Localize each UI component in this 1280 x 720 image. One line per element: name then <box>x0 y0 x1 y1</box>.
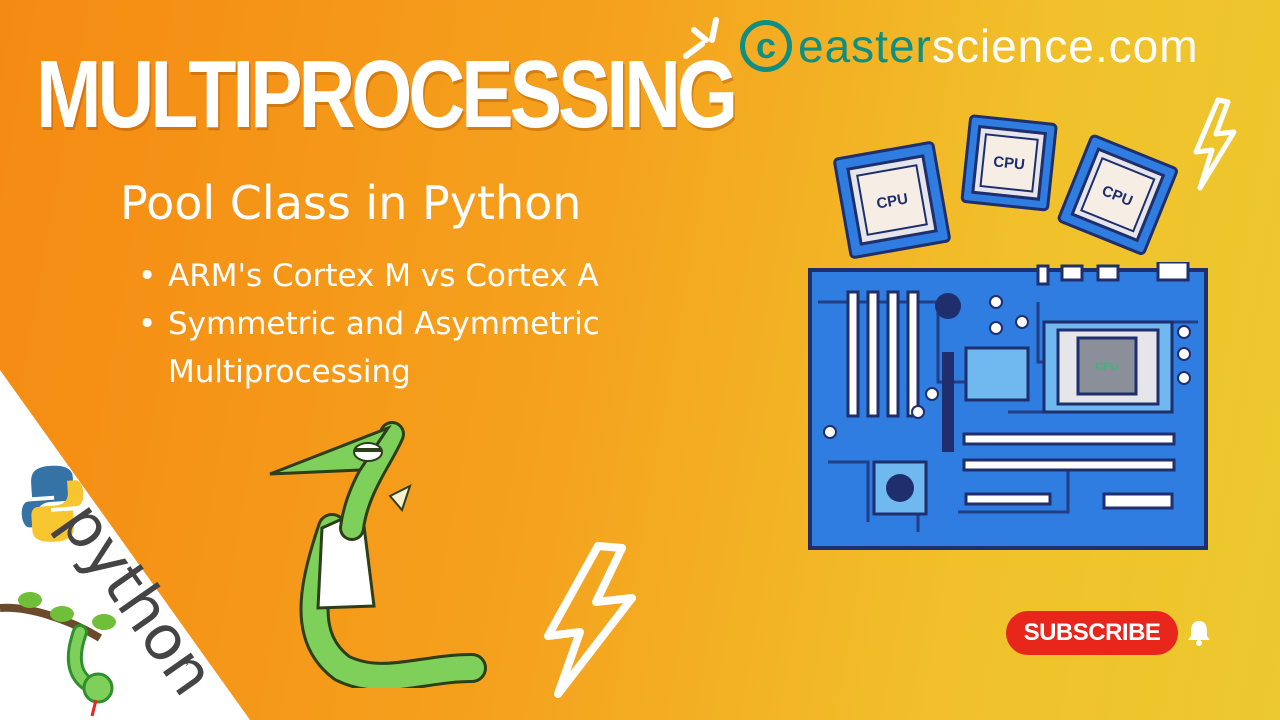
hanging-snake-illustration <box>0 592 116 717</box>
snake-mascot <box>269 421 487 688</box>
python-logo-icon <box>21 465 84 542</box>
cpu-chip-icon: CPU <box>833 141 951 259</box>
copyright-mark-icon: c <box>740 20 792 72</box>
motherboard-illustration: CPU <box>808 262 1208 550</box>
lightning-bolt-icon <box>1193 97 1237 191</box>
cpu-chip-icon: CPU <box>960 114 1058 212</box>
cpu-chip-label: CPU <box>1095 361 1118 373</box>
bell-icon[interactable] <box>1186 618 1212 646</box>
python-corner-badge: python ™ <box>0 370 250 720</box>
cpu-chip-label: CPU <box>875 190 909 212</box>
cpu-chip-icon: CPU <box>1057 134 1178 255</box>
subtitle: Pool Class in Python <box>120 176 582 230</box>
bullet-list: ARM's Cortex M vs Cortex A Symmetric and… <box>138 252 688 396</box>
sparkle-lines-icon <box>683 17 719 59</box>
bullet-item: ARM's Cortex M vs Cortex A <box>138 252 688 300</box>
lightning-bolt-icon <box>544 542 636 698</box>
main-title: MULTIPROCESSING <box>36 41 738 148</box>
logo-text: easterscience.com <box>798 19 1199 73</box>
logo-text-science: science.com <box>931 20 1199 72</box>
cpu-chip-label: CPU <box>992 153 1025 173</box>
site-logo[interactable]: c easterscience.com <box>740 18 1199 74</box>
logo-text-easter: easter <box>798 20 932 72</box>
bullet-item: Symmetric and Asymmetric Multiprocessing <box>138 300 688 396</box>
subscribe-button[interactable]: SUBSCRIBE <box>1006 611 1178 655</box>
cpu-chips-group: CPU CPU CPU <box>833 114 1178 259</box>
